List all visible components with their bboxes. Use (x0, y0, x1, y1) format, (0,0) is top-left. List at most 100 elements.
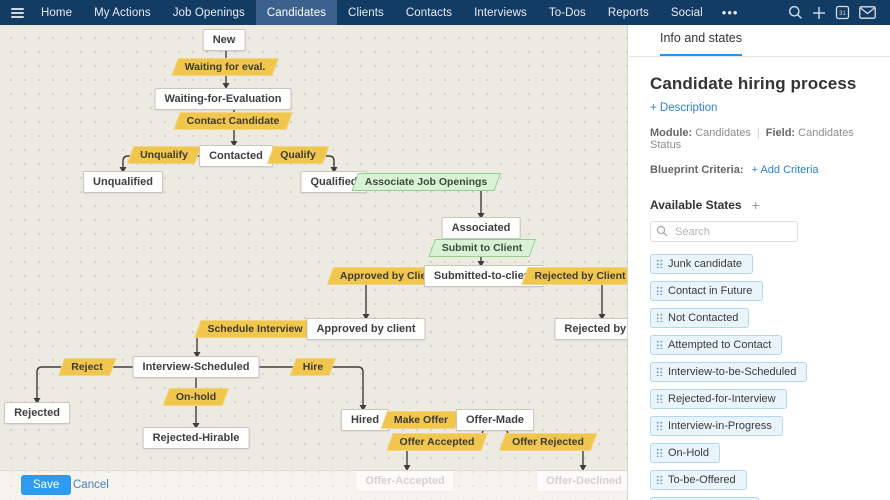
transition-node-reject[interactable]: Reject (57, 358, 117, 376)
nav-item-interviews[interactable]: Interviews (474, 6, 527, 19)
state-node-hired[interactable]: Hired (340, 409, 390, 431)
state-node-submitted-to-client[interactable]: Submitted-to-client (423, 265, 545, 287)
transition-node-rejected-by-client[interactable]: Rejected by Client (521, 267, 627, 285)
node-label: Unqualified (93, 176, 153, 188)
state-node-new[interactable]: New (202, 29, 246, 51)
node-label: Waiting-for-Evaluation (164, 93, 282, 105)
node-label: Schedule Interview (207, 323, 303, 335)
transition-node-on-hold[interactable]: On-hold (162, 388, 230, 406)
nav-item-reports[interactable]: Reports (607, 6, 649, 19)
state-node-contacted[interactable]: Contacted (199, 145, 273, 167)
drag-handle-icon[interactable] (656, 259, 663, 268)
blueprint-criteria-line: Blueprint Criteria: + Add Criteria (650, 164, 870, 176)
nav-item-candidates[interactable]: Candidates (255, 0, 338, 25)
node-label: Approved by client (316, 323, 416, 335)
state-chip-attempted-to-contact[interactable]: Attempted to Contact (650, 335, 783, 355)
faded-state-node-offer-declined[interactable]: Offer-Declined (536, 470, 627, 492)
arrowhead-icon (330, 167, 338, 173)
plus-icon[interactable] (812, 6, 826, 20)
node-label: Submit to Client (441, 242, 523, 254)
node-label: Hire (302, 361, 324, 373)
state-chip-junk-candidate[interactable]: Junk candidate (650, 254, 753, 274)
add-description-link[interactable]: + Description (650, 102, 718, 114)
state-node-approved-by-client[interactable]: Approved by client (306, 318, 426, 340)
state-chip-offer-withdrawn[interactable]: Offer-Withdrawn (650, 497, 759, 500)
state-node-rejected-by-clie[interactable]: Rejected by clie (554, 318, 627, 340)
state-chip-rejected-for-interview[interactable]: Rejected-for-Interview (650, 389, 787, 409)
transition-node-waiting-for-eval[interactable]: Waiting for eval. (171, 58, 279, 76)
drag-handle-icon[interactable] (656, 340, 663, 349)
module-field-line: Module: Candidates|Field: Candidates Sta… (650, 127, 870, 151)
node-label: Contacted (209, 150, 263, 162)
drag-handle-icon[interactable] (656, 475, 663, 484)
drag-handle-icon[interactable] (656, 421, 663, 430)
state-chip-label: Junk candidate (668, 258, 742, 270)
transition-node-associate-job-openings[interactable]: Associate Job Openings (351, 173, 501, 191)
state-node-rejected[interactable]: Rejected (4, 402, 70, 424)
state-chip-on-hold[interactable]: On-Hold (650, 443, 720, 463)
edge-contacted-to-qualified (262, 155, 335, 169)
tab-info-and-states[interactable]: Info and states (660, 31, 743, 56)
node-label: Qualify (280, 149, 316, 161)
nav-item-job-openings[interactable]: Job Openings (172, 6, 245, 19)
state-chip-interview-to-be-scheduled[interactable]: Interview-to-be-Scheduled (650, 362, 808, 382)
faded-state-node-offer-accepted[interactable]: Offer-Accepted (355, 470, 455, 492)
nav-item-home[interactable]: Home (41, 6, 73, 19)
state-node-rejected-hirable[interactable]: Rejected-Hirable (142, 427, 250, 449)
node-label: Hired (350, 414, 380, 426)
states-search-input[interactable] (650, 221, 798, 242)
drag-handle-icon[interactable] (656, 367, 663, 376)
state-chip-label: Not Contacted (668, 312, 739, 324)
edge-interview-scheduled-to-rejected (36, 366, 152, 400)
transition-node-unqualify[interactable]: Unqualify (126, 146, 202, 164)
arrowhead-icon (362, 314, 370, 320)
state-chip-label: Rejected-for-Interview (668, 393, 776, 405)
node-label: Rejected by Client (534, 270, 626, 282)
nav-item-my-actions[interactable]: My Actions (94, 6, 151, 19)
state-node-interview-scheduled[interactable]: Interview-Scheduled (132, 356, 260, 378)
nav-more-icon[interactable]: ••• (721, 5, 739, 20)
transition-node-hire[interactable]: Hire (289, 358, 337, 376)
transition-node-offer-accepted[interactable]: Offer Accepted (386, 433, 488, 451)
cancel-button[interactable]: Cancel (73, 479, 109, 491)
state-node-waiting-for-evaluation[interactable]: Waiting-for-Evaluation (154, 88, 292, 110)
state-chip-label: To-be-Offered (668, 474, 736, 486)
nav-item-clients[interactable]: Clients (348, 6, 384, 19)
transition-node-submit-to-client[interactable]: Submit to Client (428, 239, 536, 257)
save-button[interactable]: Save (21, 475, 72, 495)
arrowhead-icon (598, 314, 606, 320)
state-chip-interview-in-progress[interactable]: Interview-in-Progress (650, 416, 783, 436)
nav-item-social[interactable]: Social (670, 6, 703, 19)
add-state-icon[interactable]: + (751, 197, 760, 213)
add-criteria-link[interactable]: + Add Criteria (751, 164, 819, 176)
arrowhead-icon (359, 405, 367, 411)
transition-node-qualify[interactable]: Qualify (266, 146, 330, 164)
state-node-associated[interactable]: Associated (441, 217, 521, 239)
nav-item-to-dos[interactable]: To-Dos (548, 6, 586, 19)
state-chip-to-be-offered[interactable]: To-be-Offered (650, 470, 747, 490)
search-icon[interactable] (788, 5, 803, 20)
transition-node-make-offer[interactable]: Make Offer (380, 411, 462, 429)
state-chip-not-contacted[interactable]: Not Contacted (650, 308, 750, 328)
mail-icon[interactable] (859, 6, 876, 19)
transition-node-offer-rejected[interactable]: Offer Rejected (498, 433, 598, 451)
drag-handle-icon[interactable] (656, 448, 663, 457)
module-value: Candidates (695, 127, 751, 139)
drag-handle-icon[interactable] (656, 313, 663, 322)
node-label: Offer Rejected (512, 436, 584, 448)
calendar-icon[interactable]: 31 (835, 5, 850, 20)
state-node-offer-made[interactable]: Offer-Made (455, 409, 535, 431)
state-node-unqualified[interactable]: Unqualified (83, 171, 163, 193)
nav-item-contacts[interactable]: Contacts (405, 6, 453, 19)
node-label: Associate Job Openings (364, 176, 488, 188)
state-chip-contact-in-future[interactable]: Contact in Future (650, 281, 764, 301)
drag-handle-icon[interactable] (656, 394, 663, 403)
node-label: Associated (451, 222, 511, 234)
state-chip-label: Interview-in-Progress (668, 420, 772, 432)
drag-handle-icon[interactable] (656, 286, 663, 295)
transition-node-contact-candidate[interactable]: Contact Candidate (173, 112, 293, 130)
hamburger-icon[interactable] (0, 7, 30, 18)
transition-node-schedule-interview[interactable]: Schedule Interview (194, 320, 316, 338)
